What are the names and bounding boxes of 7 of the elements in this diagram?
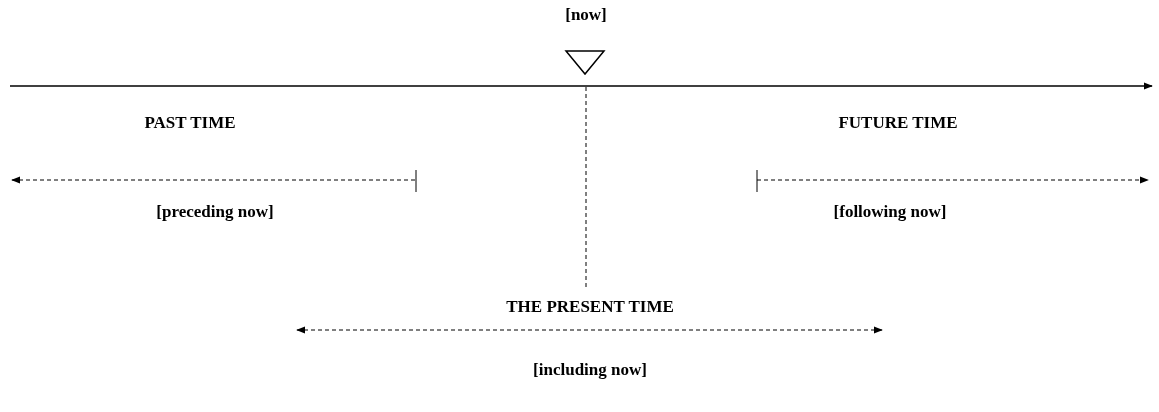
time-label: [including now] — [533, 359, 647, 381]
time-label: [preceding now] — [156, 201, 274, 223]
time-label: [following now] — [833, 201, 947, 223]
time-label: PAST TIME — [144, 112, 236, 134]
time-label: THE PRESENT TIME — [506, 296, 674, 318]
time-label: FUTURE TIME — [838, 112, 958, 134]
time-label: [now] — [565, 4, 607, 26]
